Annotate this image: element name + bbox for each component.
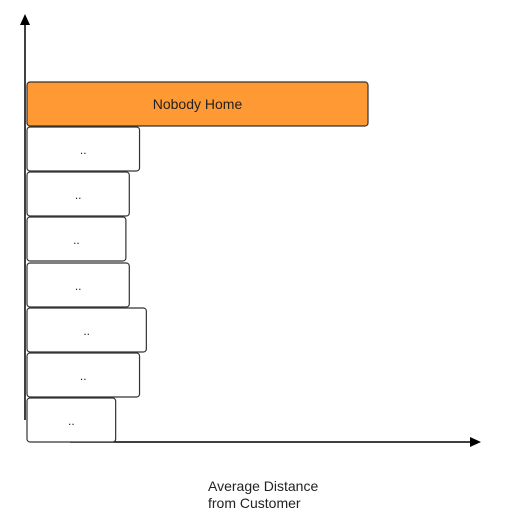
y-axis-arrow bbox=[20, 14, 30, 25]
x-axis-label-line-2: from Customer bbox=[208, 495, 301, 511]
bar-label-5: .. bbox=[75, 279, 82, 293]
bar-label-4: .. bbox=[73, 233, 80, 247]
bar-8 bbox=[26, 397, 117, 443]
x-axis-label-line-1: Average Distance bbox=[208, 478, 319, 494]
bar-label-8: .. bbox=[68, 414, 75, 428]
bar-5 bbox=[26, 262, 130, 308]
bar-4 bbox=[26, 216, 127, 262]
x-axis-label: Average Distance from Customer bbox=[208, 478, 408, 512]
bar-label-7: .. bbox=[80, 369, 87, 383]
x-axis-arrow bbox=[470, 437, 481, 447]
bar-label-2: .. bbox=[80, 143, 87, 157]
bar-7 bbox=[26, 352, 141, 398]
bars: Nobody Home.............. bbox=[26, 81, 369, 443]
bar-label-1: Nobody Home bbox=[153, 96, 243, 112]
bar-label-3: .. bbox=[75, 188, 82, 202]
bar-label-6: .. bbox=[83, 324, 90, 338]
axes bbox=[20, 14, 481, 447]
bar-1 bbox=[26, 81, 369, 127]
bar-6 bbox=[26, 307, 147, 353]
bar-3 bbox=[26, 171, 130, 217]
bar-2 bbox=[26, 126, 141, 172]
